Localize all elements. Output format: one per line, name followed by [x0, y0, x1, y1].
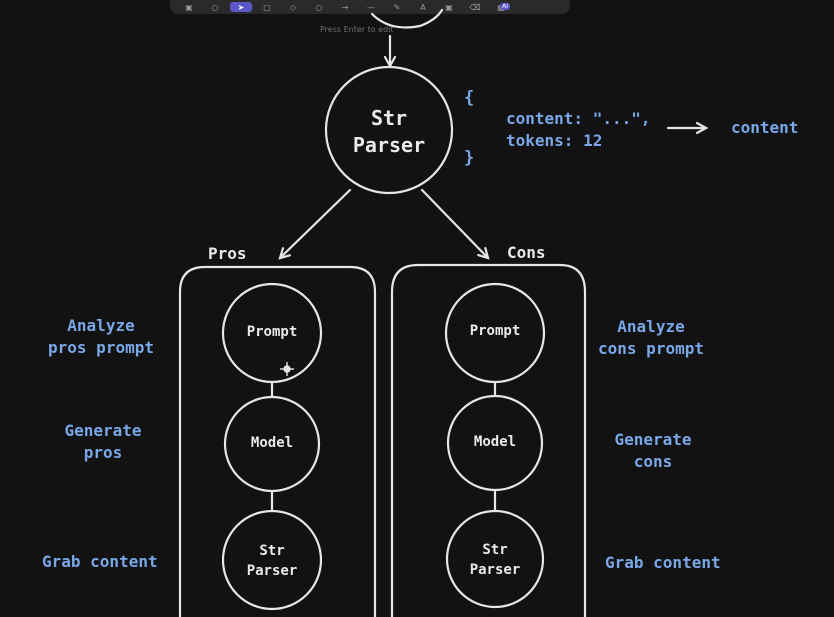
- pros-prompt-label: Prompt: [246, 324, 298, 340]
- arrow-to-cons: [420, 188, 488, 258]
- ai-badge: AI: [500, 3, 510, 10]
- pros-parser-node: [221, 509, 323, 611]
- cons-title: Cons: [507, 243, 546, 262]
- pros-analyze-note: Analyze pros prompt: [30, 315, 172, 359]
- cons-analyze-line1: Analyze: [617, 317, 685, 336]
- pros-title: Pros: [208, 244, 247, 263]
- pros-parser-line2: Parser: [246, 563, 298, 579]
- cons-parser-line2: Parser: [469, 562, 521, 578]
- drawing-toolbar: ▣ ○ ➤ □ ◇ ○ → — ✎ A ▣ ⌫ ▦AI: [170, 0, 570, 14]
- pros-container: [178, 265, 377, 617]
- text-icon[interactable]: A: [420, 2, 426, 12]
- image-icon[interactable]: ▣: [445, 2, 453, 12]
- cons-parser-label: Str Parser: [445, 540, 545, 580]
- pros-generate-note: Generate pros: [48, 420, 158, 464]
- circle-icon[interactable]: ○: [315, 2, 323, 12]
- edit-hint: Press Enter to edit: [320, 25, 394, 34]
- pencil-icon[interactable]: ✎: [393, 2, 401, 12]
- output-tokens-line: tokens: 12: [506, 131, 603, 150]
- line-icon[interactable]: —: [367, 2, 375, 12]
- pointer-icon[interactable]: ➤: [230, 2, 252, 12]
- output-content-line: content: "...",: [506, 109, 651, 128]
- move-cursor-icon: [280, 362, 294, 376]
- library-icon[interactable]: ▦AI: [490, 2, 512, 12]
- pros-generate-line1: Generate: [64, 421, 142, 440]
- cons-analyze-note: Analyze cons prompt: [580, 316, 722, 360]
- diamond-icon[interactable]: ◇: [289, 2, 297, 12]
- cons-model-label: Model: [473, 434, 517, 450]
- pros-parser-line1: Str: [259, 543, 285, 559]
- cons-generate-note: Generate cons: [598, 429, 708, 473]
- cons-prompt-label: Prompt: [469, 323, 521, 339]
- cons-analyze-line2: cons prompt: [598, 339, 704, 358]
- previous-node-circle: [370, 8, 444, 29]
- pros-analyze-line2: pros prompt: [48, 338, 154, 357]
- arrow-to-pros: [280, 188, 352, 258]
- cons-grab-note: Grab content: [605, 553, 721, 572]
- cons-parser-line1: Str: [482, 542, 508, 558]
- output-brace-open: {: [464, 88, 475, 108]
- pros-analyze-line1: Analyze: [67, 316, 135, 335]
- output-brace-close: }: [464, 148, 475, 168]
- top-parser-line1: Str: [370, 106, 408, 130]
- eraser-icon[interactable]: ⌫: [469, 2, 481, 12]
- arrow-icon[interactable]: →: [341, 2, 349, 12]
- cons-generate-line1: Generate: [614, 430, 692, 449]
- cons-container: [390, 263, 587, 617]
- top-parser-label: Str Parser: [329, 105, 449, 159]
- output-result: content: [731, 118, 799, 137]
- square-icon[interactable]: □: [263, 2, 271, 12]
- top-parser-node: [324, 65, 454, 195]
- cons-parser-node: [445, 509, 545, 609]
- pros-model-label: Model: [250, 435, 294, 451]
- top-parser-line2: Parser: [352, 133, 426, 157]
- pros-grab-note: Grab content: [42, 552, 158, 571]
- cons-generate-line2: cons: [633, 452, 673, 471]
- pros-generate-line2: pros: [83, 443, 123, 462]
- hand-icon[interactable]: ○: [211, 2, 219, 12]
- pros-parser-label: Str Parser: [222, 541, 322, 581]
- lock-icon[interactable]: ▣: [185, 2, 193, 12]
